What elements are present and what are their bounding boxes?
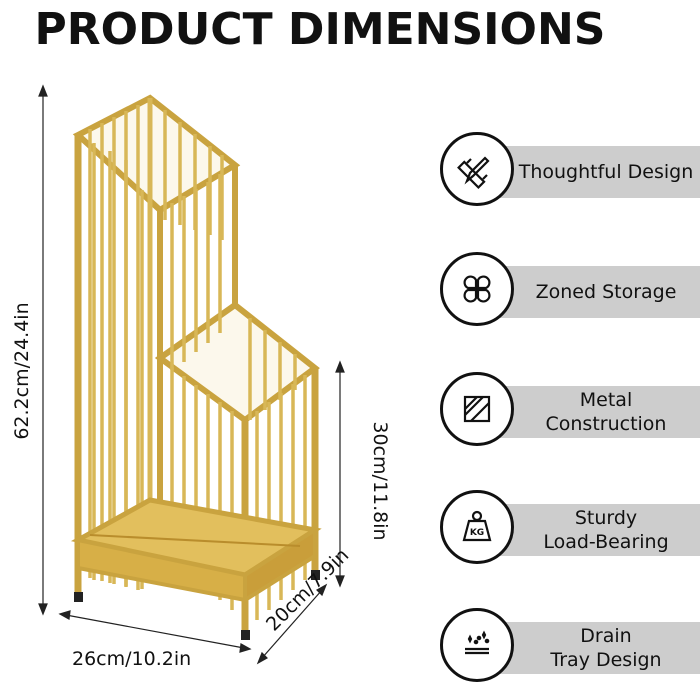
feature-line2: Construction xyxy=(545,413,667,435)
feature-metal-construction: Metal Construction xyxy=(440,372,700,452)
feature-line1: Thoughtful Design xyxy=(518,161,694,183)
four-leaf-grid-icon xyxy=(440,252,514,326)
feature-bar xyxy=(490,266,700,318)
feature-line1: Zoned Storage xyxy=(535,281,677,303)
feature-line2: Tray Design xyxy=(550,649,662,671)
feature-line1: Metal xyxy=(579,389,633,411)
feature-zoned-storage: Zoned Storage xyxy=(440,252,700,332)
feature-drain-tray-design: Drain Tray Design xyxy=(440,608,700,688)
height-total-label: 62.2cm/24.4in xyxy=(11,302,33,440)
kg-weight-icon: KG xyxy=(440,490,514,564)
svg-text:KG: KG xyxy=(470,528,484,538)
feature-bar xyxy=(490,386,700,438)
dimension-lines xyxy=(38,84,345,665)
metal-square-icon xyxy=(440,372,514,446)
pencil-ruler-icon xyxy=(440,132,514,206)
stand-frame xyxy=(70,94,322,640)
feature-bar xyxy=(490,146,700,198)
page-title: PRODUCT DIMENSIONS xyxy=(34,4,606,55)
height-front-label: 30cm/11.8in xyxy=(369,421,391,541)
feature-bar xyxy=(490,504,700,556)
feature-bar xyxy=(490,622,700,674)
width-label: 26cm/10.2in xyxy=(72,648,192,670)
feature-line2: Load-Bearing xyxy=(543,531,669,553)
feature-thoughtful-design: Thoughtful Design xyxy=(440,132,700,212)
feature-line1: Sturdy xyxy=(574,507,638,529)
feature-line1: Drain xyxy=(580,625,632,647)
drain-tray-icon xyxy=(440,608,514,682)
feature-sturdy-load-bearing: KG Sturdy Load-Bearing xyxy=(440,490,700,570)
